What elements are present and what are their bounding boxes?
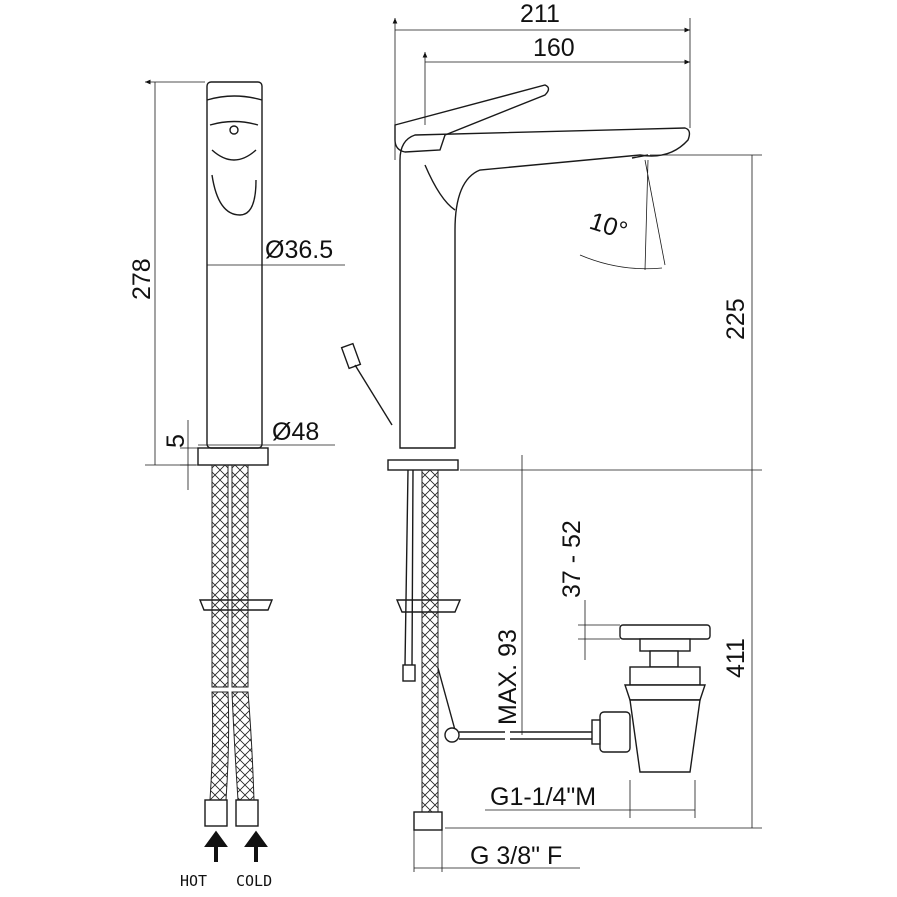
front-view: HOT COLD 278 Ø36.5 Ø48 5 [128,82,345,890]
dim-5-line [180,420,198,490]
dim-411: 411 [722,638,750,678]
lift-rod-knob [340,342,362,370]
cold-arrow-icon [244,830,268,862]
front-handle-knob [229,125,239,135]
dim-160-line [425,52,690,125]
lift-rod [354,364,393,426]
front-fixing-bracket [198,599,274,611]
side-handle [394,84,550,153]
angle-lines [579,159,666,271]
side-base [387,459,459,471]
pop-up-waste [591,624,711,773]
hose-cold [231,464,249,688]
dim-waste-thread-line [485,780,696,818]
dim-diameter-36-5: Ø36.5 [265,236,333,264]
dim-max-93: MAX. 93 [494,629,522,725]
dim-angle-10: 10° [586,207,631,245]
cold-nut [235,799,259,827]
side-hose [421,469,439,821]
front-base [197,447,269,466]
dim-160: 160 [533,34,575,62]
pop-up-pivot [444,727,460,743]
cold-label: COLD [236,872,272,890]
dim-hose-thread-line [413,830,580,872]
side-fixing-bracket [395,599,462,613]
dim-211-line [395,18,690,160]
dim-vertical-lines [445,154,762,829]
front-handle [206,95,263,216]
dim-range-line [578,600,620,660]
lift-rod-lower [404,469,414,666]
hot-nut [204,799,228,827]
lift-rod-clip [402,664,416,682]
dim-waste-thread: G1-1/4"M [490,783,596,811]
dim-37-52: 37 - 52 [558,520,586,598]
dim-hose-thread: G 3/8" F [470,842,562,870]
dim-225: 225 [722,298,750,340]
side-body-spout [399,127,691,449]
side-view: 211 160 10° 225 411 MAX. 93 37 - 52 G1-1… [340,0,762,872]
hot-label: HOT [180,872,207,890]
dim-diameter-48: Ø48 [272,418,319,446]
spout-detail [424,154,649,211]
hot-arrow-icon [204,830,228,862]
dim-278: 278 [128,258,156,300]
hose-hot [211,464,229,688]
dim-211: 211 [520,0,560,28]
pop-up-rod [459,731,600,740]
dim-5: 5 [162,434,190,448]
side-hose-nut [413,811,443,831]
